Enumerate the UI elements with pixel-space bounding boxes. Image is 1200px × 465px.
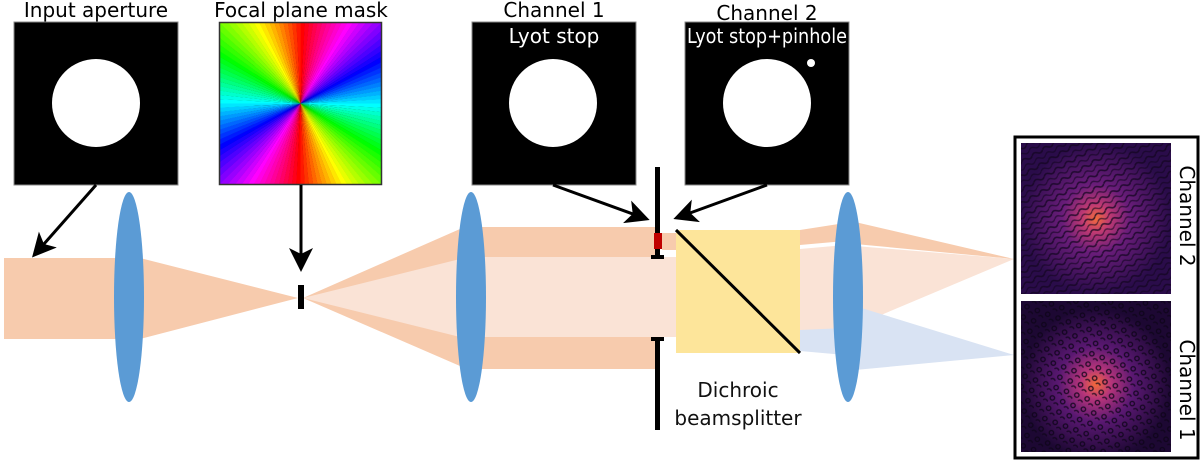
channel1-subtitle: Lyot stop <box>509 24 600 48</box>
psf-panel <box>1013 135 1200 460</box>
phase-wedge <box>220 23 301 104</box>
phase-wedge <box>220 103 301 150</box>
phase-wedge <box>300 103 314 184</box>
phase-wedge <box>296 23 301 104</box>
arrow-channel2 <box>673 183 768 223</box>
input-aperture-label: Input aperture <box>24 0 168 22</box>
diverging-beam <box>303 229 460 366</box>
lyot-circle <box>723 59 811 147</box>
lens-1 <box>114 192 144 402</box>
psf-channel2-label: Channel 2 <box>1175 165 1199 266</box>
phase-wedge <box>300 95 381 104</box>
psf-image-channel2 <box>1021 143 1171 294</box>
phase-wedge <box>300 23 381 104</box>
lens-3 <box>833 192 863 402</box>
focal-plane-mask-label: Focal plane mask <box>214 0 388 22</box>
phase-wedge <box>300 99 381 104</box>
phase-wedge <box>287 23 301 104</box>
phase-wedge <box>300 51 381 104</box>
phase-wedge <box>292 23 301 104</box>
focal-plane-mask-element <box>298 285 304 309</box>
aperture-circle <box>52 59 140 147</box>
phase-wedge <box>300 103 353 184</box>
phase-wedge <box>220 103 301 112</box>
phase-wedge <box>300 103 381 184</box>
lyot-circle <box>509 59 597 147</box>
lens-2 <box>456 192 486 402</box>
phase-wedge <box>300 23 381 104</box>
phase-wedge <box>228 23 301 104</box>
phase-wedge <box>300 57 381 104</box>
psf-channel1-label: Channel 1 <box>1175 339 1199 440</box>
channel2-subtitle: Lyot stop+pinhole <box>687 24 847 48</box>
phase-wedge <box>242 23 301 104</box>
arrow-channel1 <box>552 183 650 224</box>
phase-wedge <box>220 103 301 108</box>
phase-wedge <box>300 81 381 104</box>
phase-wedge <box>300 77 381 104</box>
phase-wedge <box>254 23 301 104</box>
phase-wedge <box>264 23 301 104</box>
phase-wedge <box>300 103 327 184</box>
phase-wedge <box>220 103 301 130</box>
input-aperture-inset <box>13 21 179 186</box>
pinhole <box>807 59 815 67</box>
channel2-pinhole-red <box>654 233 662 249</box>
focal-plane-mask-inset <box>218 21 383 186</box>
phase-wedge <box>300 62 381 104</box>
output-beams <box>800 222 1014 370</box>
input-beam <box>4 258 298 339</box>
arrow-input-aperture <box>32 184 98 258</box>
channel2-lyot-inset <box>684 21 850 186</box>
dichroic-label-line1: Dichroic <box>697 378 778 402</box>
phase-wedge <box>300 103 347 184</box>
phase-wedge <box>220 103 301 176</box>
vortex-phase-pattern <box>220 23 381 184</box>
channel1-title: Channel 1 <box>503 0 604 22</box>
phase-wedge <box>300 103 305 184</box>
channel1-lyot-inset <box>471 21 637 186</box>
phase-wedge <box>300 86 381 104</box>
channel2-title: Channel 2 <box>716 1 817 25</box>
collimated-beam <box>478 227 676 369</box>
psf-image-channel1 <box>1021 301 1171 452</box>
lyot-stop <box>651 167 664 430</box>
phase-wedge <box>220 103 301 184</box>
dichroic-surface <box>674 228 802 355</box>
phase-wedge <box>300 103 309 184</box>
dichroic-label-line2: beamsplitter <box>674 406 802 430</box>
phase-wedge <box>274 23 301 104</box>
phase-wedge <box>220 103 301 156</box>
phase-wedge <box>300 103 373 184</box>
phase-wedge <box>248 23 301 104</box>
